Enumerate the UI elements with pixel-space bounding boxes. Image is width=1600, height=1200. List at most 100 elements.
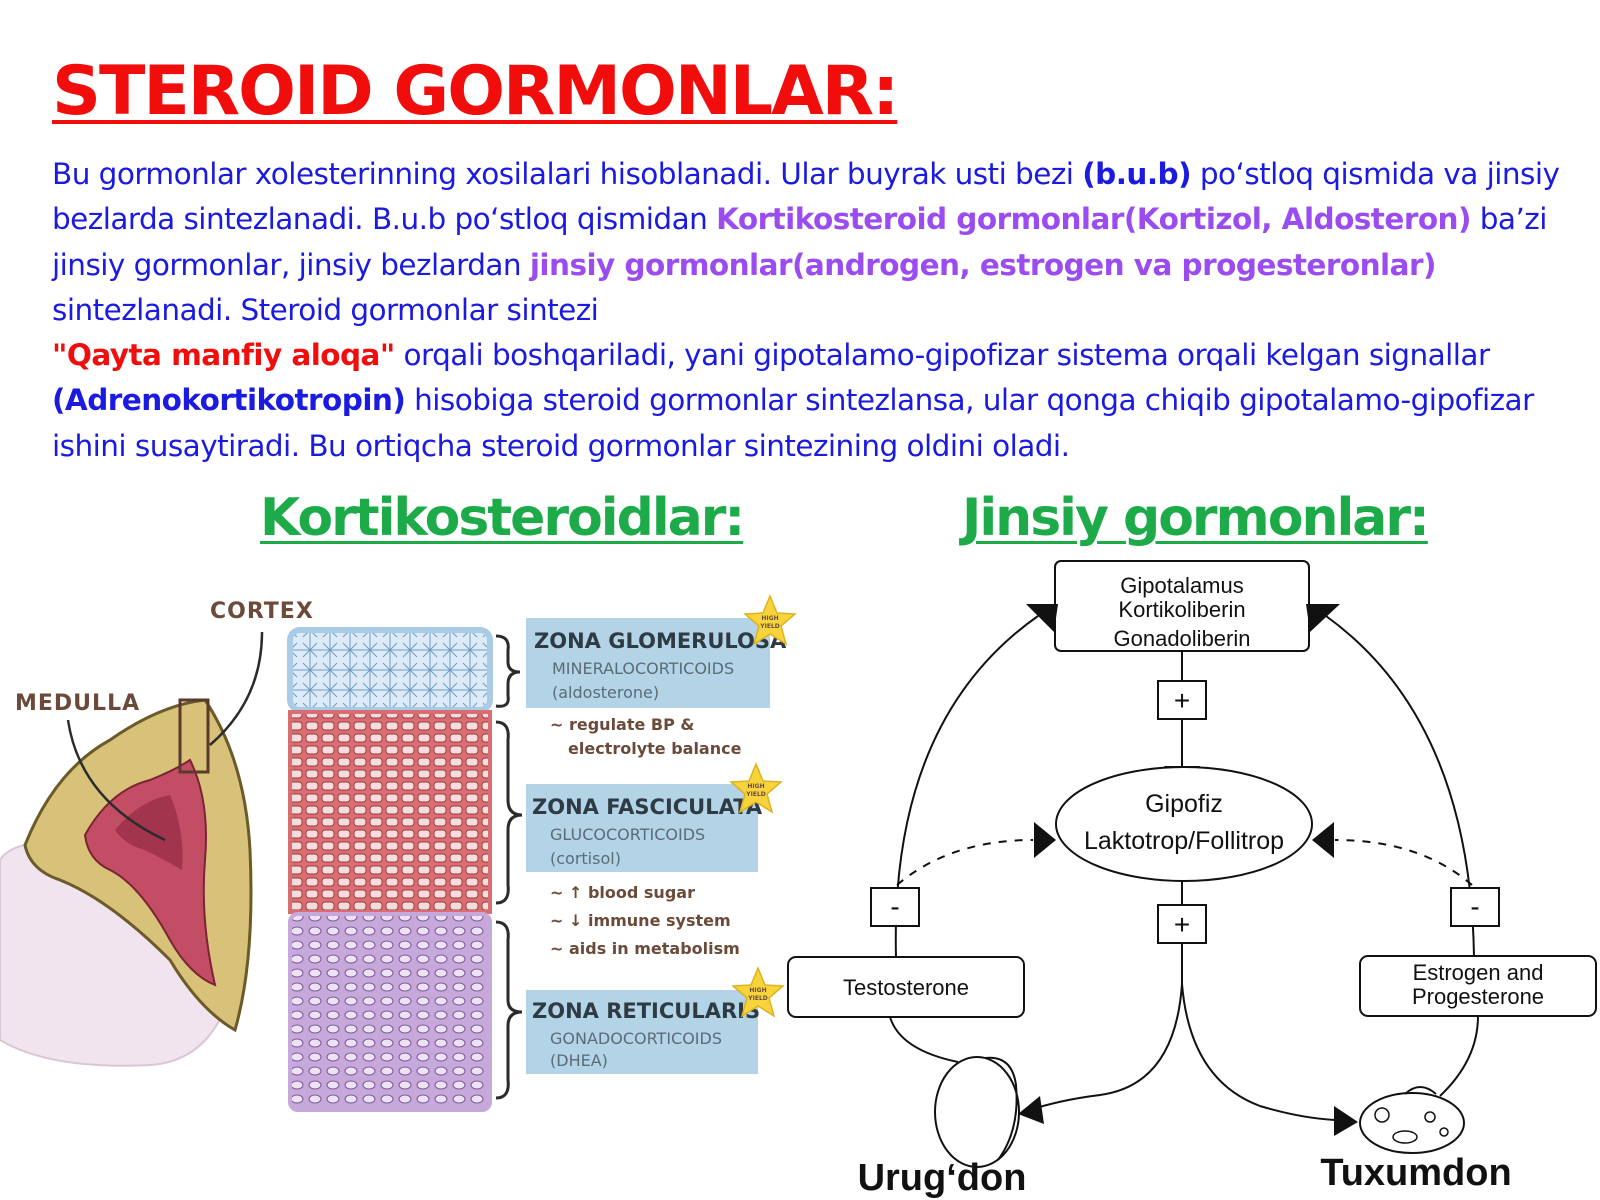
follicle xyxy=(1392,1130,1418,1144)
zone-box xyxy=(526,990,758,1074)
arrowhead-feedback-right xyxy=(1306,604,1340,632)
minus-box-left xyxy=(870,887,920,927)
zone-note: ~ ↑ blood sugar xyxy=(550,883,695,902)
zone-reticularis-card: ZONA RETICULARIS GONADOCORTICOIDS (DHEA) xyxy=(526,990,760,1074)
bracket-fasciculata xyxy=(495,720,523,905)
arrowhead-testis xyxy=(1018,1096,1044,1124)
arrowhead-feedback-left xyxy=(1026,604,1058,632)
high-yield-star-icon: HIGH YIELD xyxy=(743,594,797,646)
star-label: HIGH xyxy=(761,615,778,622)
plus-sign: + xyxy=(1174,685,1190,716)
pituitary-to-ovary-line xyxy=(1181,983,1336,1121)
epididymis-shape xyxy=(984,1056,1018,1161)
intro-text: sintezlanadi. Steroid gormonlar sintezi xyxy=(52,292,599,327)
zona-glomerulosa-layer xyxy=(287,627,493,713)
zone-name: ZONA FASCICULATA xyxy=(532,795,763,819)
intro-text: Bu gormonlar xolesterinning xosilalari h… xyxy=(52,157,1083,191)
high-yield-star-icon: HIGH YIELD xyxy=(729,762,783,814)
intro-text: po‘stloq qismida va jinsiy bezlarda sint… xyxy=(52,157,1560,237)
testis-label: Urug‘don xyxy=(858,1157,1027,1199)
cortex-pointer-line xyxy=(209,631,264,746)
star-label: HIGH xyxy=(747,783,764,790)
dashed-feedback-right xyxy=(1334,839,1473,886)
zone-box xyxy=(526,784,758,872)
zone-example: (cortisol) xyxy=(550,849,621,868)
intro-highlight-corticosteroid: Kortikosteroid gormonlar(Kortizol, Aldos… xyxy=(716,202,1471,237)
ovary-to-estrogen-line xyxy=(1439,1015,1479,1097)
zone-name: ZONA RETICULARIS xyxy=(532,999,760,1023)
follicle xyxy=(1439,1127,1449,1137)
adrenal-gland-illustration: CORTEX MEDULLA xyxy=(0,599,314,1067)
minus-sign: - xyxy=(890,891,899,922)
gonadoliberin-label: Gonadoliberin xyxy=(1114,626,1251,651)
section-title-sex-hormones: Jinsiy gormonlar: xyxy=(962,488,1430,548)
cortex-label: CORTEX xyxy=(210,599,314,624)
progesterone-label: Progesterone xyxy=(1412,984,1544,1009)
zone-hormone: MINERALOCORTICOIDS xyxy=(552,659,734,678)
arrowhead-dashed-left xyxy=(1034,822,1056,858)
cortex-sample-box xyxy=(178,698,210,774)
zone-note: ~ ↓ immune system xyxy=(550,911,731,930)
zone-note: ~ aids in metabolism xyxy=(550,939,740,958)
ovary-shape xyxy=(1359,1092,1465,1154)
zone-glomerulosa-card: ZONA GLOMERULOSA MINERALOCORTICOIDS (ald… xyxy=(526,618,787,758)
pituitary-to-testis-line xyxy=(1029,983,1183,1111)
testis-to-testosterone-line xyxy=(889,1016,959,1063)
testosterone-label: Testosterone xyxy=(843,975,969,1000)
lactotrope-follitrope-label: Laktotrop/Follitrop xyxy=(1084,827,1284,855)
star-label: HIGH xyxy=(749,987,766,994)
star-label: YIELD xyxy=(759,623,779,630)
intro-text: ba’zi jinsiy gormonlar, jinsiy bezlardan xyxy=(52,202,1547,282)
follicle xyxy=(1374,1107,1390,1123)
zone-note: electrolyte balance xyxy=(568,739,742,758)
plus-box-bottom xyxy=(1157,904,1207,944)
kortikoliberin-label: Kortikoliberin xyxy=(1118,597,1245,622)
ovary-ligament xyxy=(1404,1086,1437,1095)
zona-fasciculata-layer xyxy=(288,710,492,914)
testosterone-box xyxy=(787,956,1025,1018)
medulla-label: MEDULLA xyxy=(15,691,140,716)
zone-brackets xyxy=(495,634,523,1100)
star-label: YIELD xyxy=(745,791,765,798)
page-title: STEROID GORMONLAR: xyxy=(52,52,899,131)
zone-example: (DHEA) xyxy=(550,1051,608,1070)
zone-hormone: GONADOCORTICOIDS xyxy=(550,1029,722,1048)
high-yield-star-icon: HIGH YIELD xyxy=(731,966,785,1018)
plus-sign: + xyxy=(1174,909,1190,940)
arrowhead-ovary xyxy=(1334,1106,1358,1136)
hpg-axis-diagram: Gipotalamus Kortikoliberin Gonadoliberin… xyxy=(787,560,1597,1199)
zone-example: (aldosterone) xyxy=(552,683,659,702)
star-label: YIELD xyxy=(747,995,767,1002)
intro-text: hisobiga steroid gormonlar sintezlansa, … xyxy=(52,383,1534,463)
ovary-label: Tuxumdon xyxy=(1320,1152,1511,1194)
section-title-corticosteroids: Kortikosteroidlar: xyxy=(260,488,745,548)
intro-paragraph: Bu gormonlar xolesterinning xosilalari h… xyxy=(52,152,1567,469)
zone-hormone: GLUCOCORTICOIDS xyxy=(550,825,705,844)
intro-highlight-feedback: "Qayta manfiy aloqa" xyxy=(52,338,395,373)
medulla-pointer-line xyxy=(66,719,166,842)
intro-bold-bub: (b.u.b) xyxy=(1082,157,1191,191)
follicle xyxy=(1424,1111,1436,1123)
arrowhead-dashed-right xyxy=(1312,822,1334,858)
dashed-feedback-left xyxy=(896,839,1034,886)
hypothalamus-label: Gipotalamus xyxy=(1120,573,1244,598)
bracket-reticularis xyxy=(495,920,523,1100)
estrogen-label: Estrogen and xyxy=(1413,960,1544,985)
zone-note: ~ regulate BP & xyxy=(550,715,694,734)
pituitary-label: Gipofiz xyxy=(1145,790,1223,818)
zone-name: ZONA GLOMERULOSA xyxy=(534,629,787,653)
plus-box-top xyxy=(1157,680,1207,720)
minus-sign: - xyxy=(1470,891,1479,922)
intro-bold-acth: (Adrenokortikotropin) xyxy=(52,383,406,418)
intro-text: orqali boshqariladi, yani gipotalamo-gip… xyxy=(394,338,1491,373)
zone-box xyxy=(526,618,770,708)
bracket-glomerulosa xyxy=(495,634,521,708)
testis-shape xyxy=(934,1056,1020,1168)
zone-fasciculata-card: ZONA FASCICULATA GLUCOCORTICOIDS (cortis… xyxy=(526,784,763,958)
pituitary-ellipse xyxy=(1055,766,1313,882)
zona-reticularis-layer xyxy=(288,912,492,1112)
adrenal-medulla-shape xyxy=(83,758,217,987)
cortex-histology-column xyxy=(287,627,493,1112)
intro-highlight-sex-hormones: jinsiy gormonlar(androgen, estrogen va p… xyxy=(529,247,1437,282)
